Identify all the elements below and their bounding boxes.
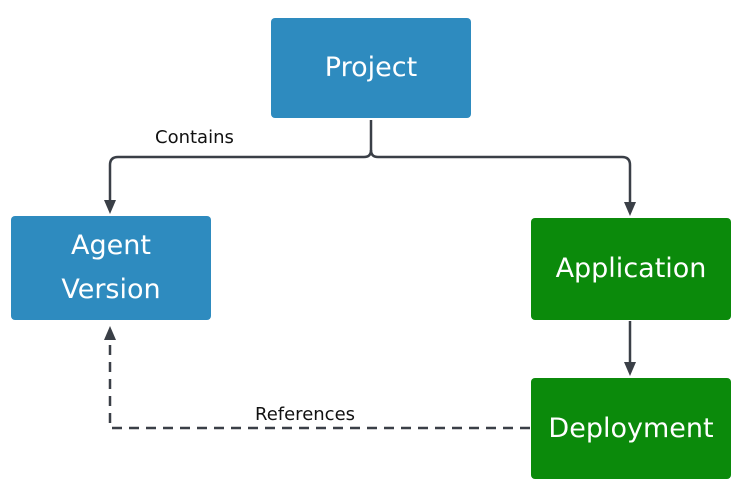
contains-edge-agent-version — [108, 155, 364, 204]
contains-trunk-left-curve — [363, 149, 373, 159]
node-deployment-label: Deployment — [548, 412, 714, 444]
arrowhead-agent-version — [104, 200, 116, 214]
node-agent-version-line2: Version — [61, 274, 161, 305]
arrowhead-deployment — [624, 362, 636, 376]
node-deployment[interactable]: Deployment — [531, 378, 731, 479]
references-label: References — [253, 404, 358, 426]
node-project[interactable]: Project — [271, 18, 471, 118]
references-edge — [108, 336, 530, 430]
node-agent-version-line1: Agent — [71, 230, 151, 261]
node-application[interactable]: Application — [531, 218, 731, 320]
node-project-label: Project — [324, 52, 418, 83]
node-application-label: Application — [555, 253, 707, 284]
contains-label: Contains — [153, 127, 236, 149]
node-agent-version[interactable]: Agent Version — [11, 216, 211, 320]
arrowhead-application — [624, 202, 636, 216]
arrowhead-references — [104, 326, 116, 340]
contains-edge-application — [378, 155, 632, 206]
